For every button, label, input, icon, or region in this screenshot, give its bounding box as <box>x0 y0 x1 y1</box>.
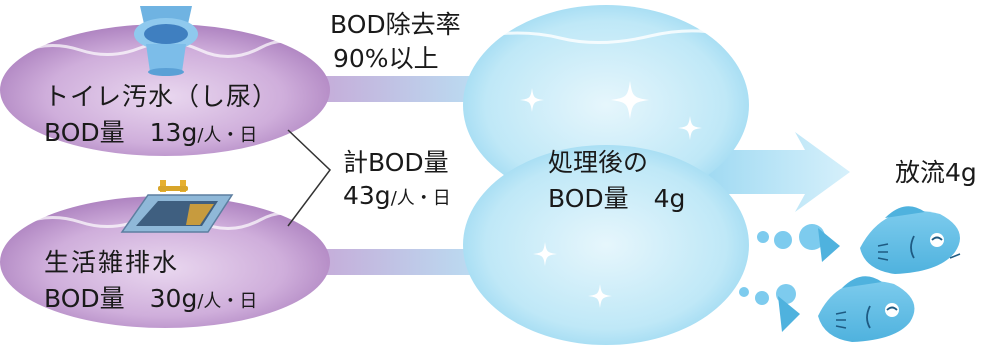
total-bod-unit: /人・日 <box>390 188 451 209</box>
toilet-icon <box>134 6 198 76</box>
domestic-bod-prefix: BOD量 30g <box>44 284 198 313</box>
discharge-label: 放流4g <box>895 158 977 187</box>
toilet-bod-value: BOD量 13g/人・日 <box>44 120 257 145</box>
removal-rate-value: 90%以上 <box>333 44 439 73</box>
toilet-title: トイレ汚水（し尿） <box>44 82 279 111</box>
fish-icon <box>818 206 961 274</box>
treated-water-blob <box>463 5 749 345</box>
total-bod-value: 43g/人・日 <box>343 183 451 208</box>
sink-icon <box>120 180 234 233</box>
bubble-icon <box>739 224 825 305</box>
treated-label: 処理後の <box>548 148 649 177</box>
domestic-title: 生活雑排水 <box>44 248 180 277</box>
domestic-bod-unit: /人・日 <box>197 291 258 312</box>
toilet-bod-prefix: BOD量 13g <box>44 118 198 147</box>
toilet-bod-unit: /人・日 <box>197 125 258 146</box>
total-bracket <box>287 129 331 227</box>
total-bod-prefix: 43g <box>343 181 391 210</box>
fish-icon <box>778 276 915 342</box>
domestic-bod-value: BOD量 30g/人・日 <box>44 286 257 311</box>
removal-rate-label: BOD除去率 <box>330 10 461 39</box>
total-bod-label: 計BOD量 <box>343 148 449 177</box>
discharge-arrow-icon <box>700 132 850 212</box>
treated-bod-value: BOD量 4g <box>548 184 686 213</box>
